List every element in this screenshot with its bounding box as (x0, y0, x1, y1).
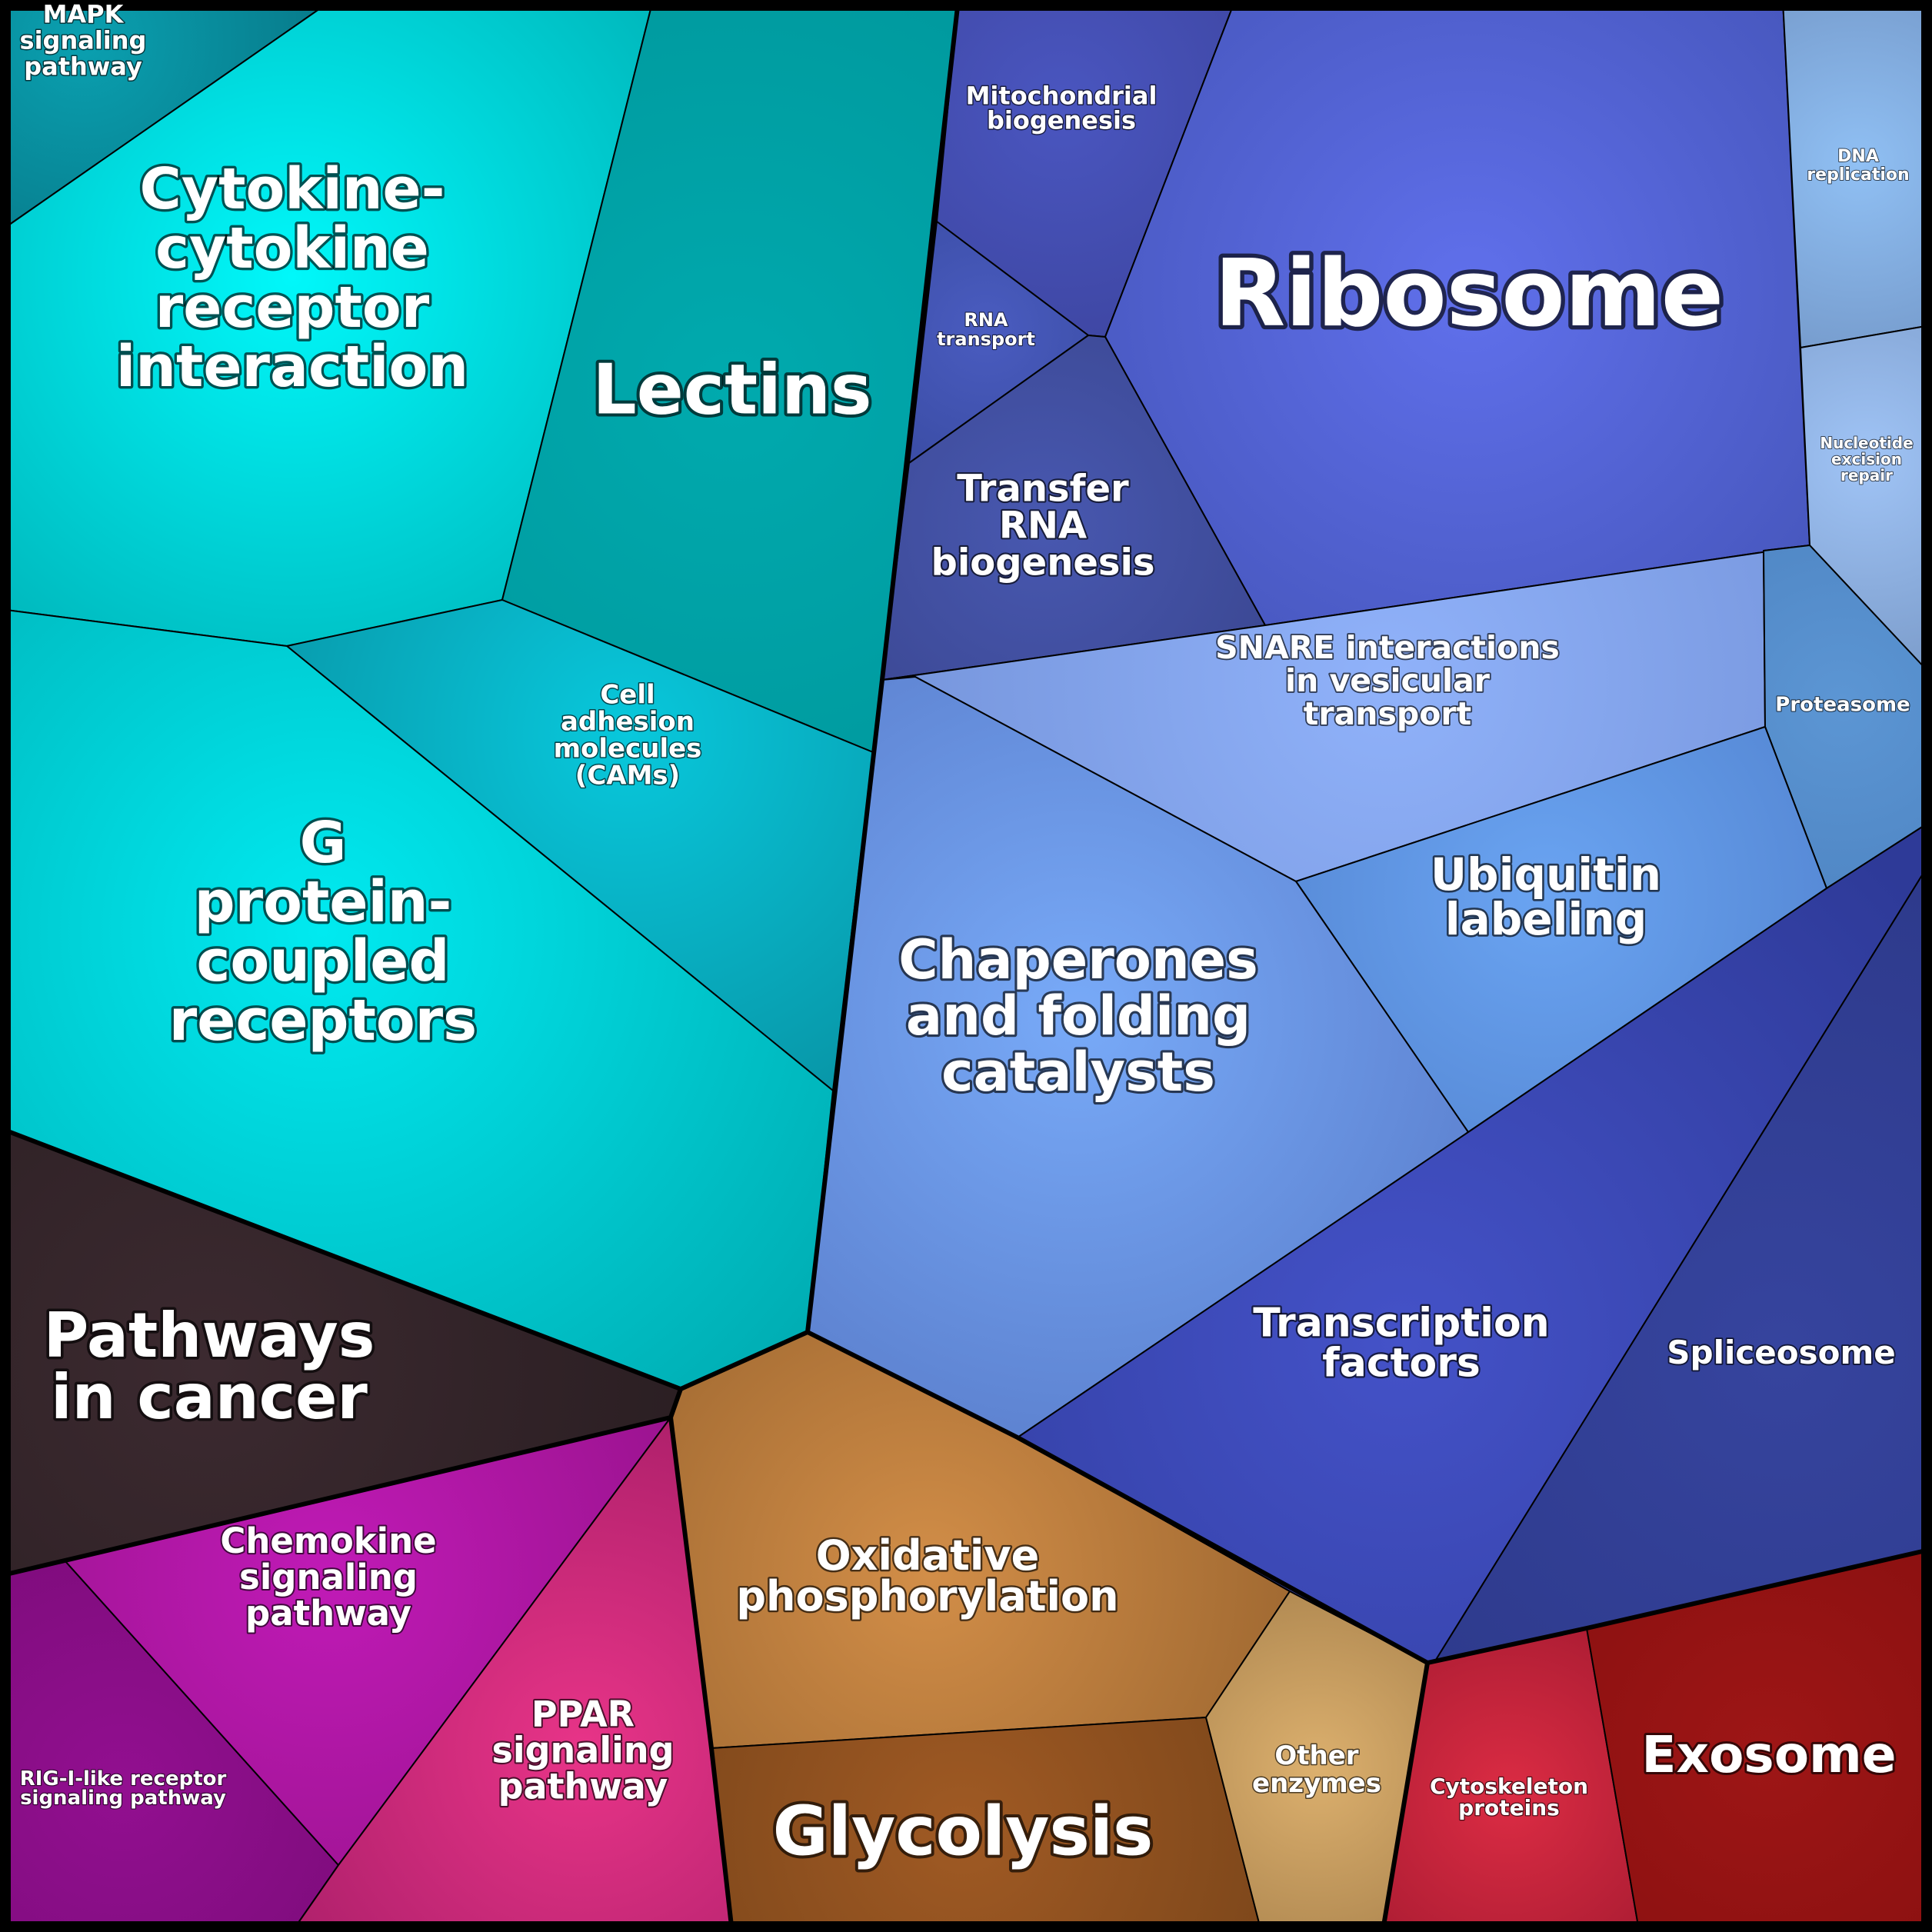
label-line: Cytokine- (140, 156, 445, 222)
label-line: RNA (999, 504, 1087, 547)
label-line: pathway (245, 1593, 411, 1634)
label-line: Oxidative (816, 1531, 1040, 1580)
group-boundaries (5, 0, 1927, 1927)
label-line: signaling pathway (20, 1787, 226, 1810)
label-line: Nucleotide (1820, 434, 1913, 452)
label-line: Lectins (592, 349, 871, 430)
label-line: Proteasome (1775, 693, 1910, 716)
label-line: Ubiquitin (1431, 848, 1661, 901)
label-line: PPAR (531, 1694, 635, 1735)
label-line: MAPK (43, 0, 125, 29)
label-line: and folding (906, 984, 1251, 1048)
label-line: RNA (964, 309, 1008, 331)
label-line: pathway (24, 52, 142, 82)
label-line: Exosome (1641, 1725, 1896, 1784)
label-line: transport (937, 328, 1035, 350)
label-glycolysis: Glycolysis (773, 1792, 1154, 1871)
label-line: Spliceosome (1667, 1334, 1895, 1371)
label-line: biogenesis (931, 541, 1154, 584)
label-line: receptor (155, 275, 430, 341)
label-line: coupled (197, 928, 450, 994)
label-line: cytokine (155, 215, 429, 281)
label-line: adhesion (561, 707, 695, 738)
label-line: excision (1831, 450, 1902, 468)
label-line: Cytoskeleton (1430, 1774, 1588, 1799)
label-line: Glycolysis (773, 1792, 1154, 1871)
label-line: signaling (491, 1730, 674, 1771)
label-line: Other (1274, 1740, 1358, 1771)
label-line: enzymes (1252, 1768, 1381, 1799)
label-line: signaling (20, 26, 147, 55)
label-line: Pathways (44, 1300, 375, 1371)
label-line: signaling (239, 1557, 418, 1597)
label-line: biogenesis (987, 106, 1136, 135)
label-line: factors (1322, 1341, 1481, 1387)
label-line: molecules (554, 734, 702, 764)
label-exosome: Exosome (1641, 1725, 1896, 1784)
label-ribosome: Ribosome (1214, 241, 1724, 348)
label-line: Cell (600, 680, 655, 711)
label-line: Transcription (1253, 1301, 1549, 1347)
label-line: repair (1840, 466, 1893, 485)
label-line: DNA (1837, 147, 1879, 166)
label-line: pathway (498, 1766, 668, 1807)
label-line: SNARE interactions (1215, 629, 1560, 666)
label-line: phosphorylation (736, 1572, 1118, 1621)
label-line: G (300, 810, 347, 876)
label-line: Ribosome (1214, 241, 1724, 348)
label-line: Mitochondrial (966, 82, 1158, 111)
label-lectins: Lectins (592, 349, 871, 430)
label-spliceosome: Spliceosome (1667, 1334, 1895, 1371)
label-line: (CAMs) (575, 761, 680, 791)
label-line: labeling (1445, 893, 1647, 945)
label-line: replication (1807, 165, 1909, 185)
label-line: Chemokine (220, 1521, 436, 1561)
label-line: interaction (116, 334, 468, 400)
label-line: in vesicular (1285, 662, 1491, 699)
label-line: receptors (169, 988, 477, 1054)
label-proteasome: Proteasome (1775, 693, 1910, 716)
label-line: catalysts (941, 1041, 1215, 1104)
label-line: proteins (1458, 1795, 1560, 1820)
label-line: in cancer (51, 1361, 368, 1433)
label-line: RIG-I-like receptor (20, 1767, 227, 1790)
label-line: Transfer (957, 467, 1129, 510)
label-line: Chaperones (898, 928, 1258, 991)
label-line: protein- (195, 869, 452, 935)
label-line: transport (1304, 695, 1471, 732)
